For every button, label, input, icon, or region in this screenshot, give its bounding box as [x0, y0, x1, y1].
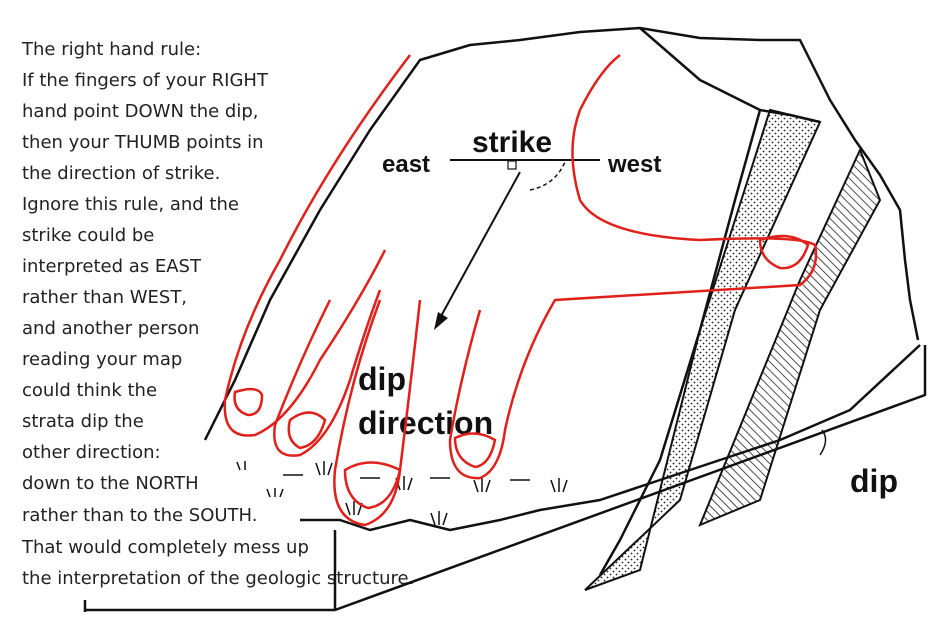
caption-line: the direction of strike. — [22, 163, 220, 184]
hatched-stratum — [698, 147, 882, 527]
caption-line: down to the NORTH — [22, 473, 199, 494]
block-front-face — [333, 345, 927, 612]
caption-line: could think the — [22, 380, 157, 401]
caption-line: and another person — [22, 318, 199, 339]
ridge-outline — [203, 26, 920, 441]
caption-line: the interpretation of the geologic struc… — [22, 568, 414, 589]
index-thumb-outline — [448, 54, 818, 480]
dip-direction-arrow — [439, 171, 521, 319]
caption-line: rather than WEST, — [22, 287, 187, 308]
fingernail — [343, 461, 402, 510]
caption-line: The right hand rule: — [21, 39, 201, 60]
caption-line: reading your map — [22, 349, 182, 370]
right-angle-arc — [529, 161, 566, 191]
slope-edge — [598, 109, 762, 576]
fingernail — [233, 387, 264, 417]
caption-line: strata dip the — [22, 411, 144, 432]
caption-line: interpreted as EAST — [22, 256, 202, 277]
fingernail — [287, 411, 327, 450]
caption-line: strike could be — [22, 225, 154, 246]
middle-finger-outline — [333, 299, 422, 527]
strike-label: strike — [472, 126, 552, 159]
ring-finger-outline — [273, 289, 382, 457]
caption-line: rather than to the SOUTH. — [22, 505, 257, 526]
caption-line: then your THUMB points in — [22, 132, 264, 153]
dip-angle-label: dip — [850, 463, 898, 499]
right-hand-annotation — [223, 54, 818, 527]
grass-tufts — [236, 461, 568, 526]
caption-line: other direction: — [22, 442, 161, 463]
east-label: east — [382, 151, 430, 178]
pinky-outline — [223, 54, 411, 437]
dip-direction-label-line2: direction — [358, 405, 493, 441]
dip-angle-arc — [819, 429, 827, 456]
caption-line: Ignore this rule, and the — [22, 194, 239, 215]
caption-text: The right hand rule: If the fingers of y… — [21, 39, 414, 589]
fingernail — [453, 432, 497, 469]
caption-line: That would completely mess up — [21, 537, 309, 558]
west-label: west — [607, 151, 661, 178]
ground-edge — [300, 344, 921, 532]
caption-line: If the fingers of your RIGHT — [22, 70, 269, 91]
thumbnail — [758, 234, 810, 270]
dip-direction-label-line1: dip — [358, 361, 406, 397]
block-diagram: strike east west dip direction dip — [83, 26, 927, 612]
caption-line: hand point DOWN the dip, — [22, 101, 258, 122]
ridge-crest — [639, 27, 821, 124]
arrow-head-icon — [434, 312, 448, 330]
